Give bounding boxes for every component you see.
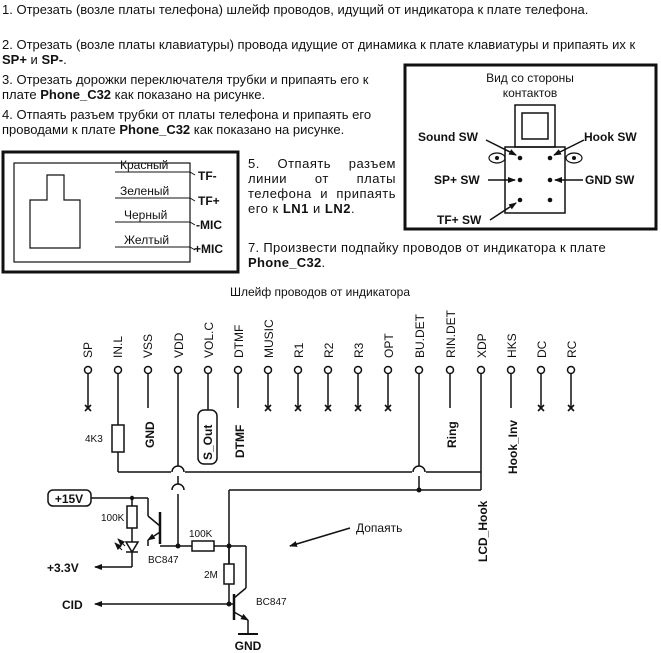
mic-plus-label: +MIC: [194, 242, 223, 256]
sound-sw-label: Sound SW: [418, 130, 479, 144]
switch-box-title-1: Вид со стороны: [486, 71, 574, 85]
power-section: +15V 100K BC847 +3.3V 100K 2M: [47, 489, 287, 653]
pin-label-vss: VSS: [141, 334, 155, 358]
pin-label-xdp: XDP: [475, 333, 489, 358]
sp-plus-sw-label: SP+ SW: [434, 173, 480, 187]
no-connect-crosses: [84, 404, 575, 412]
pin-label-r3: R3: [352, 342, 366, 358]
pin-labels: SP IN.L VSS VDD VOL.C DTMF MUSIC R1 R2 R…: [81, 309, 579, 358]
note-label: Допаять: [356, 521, 402, 535]
plus15v-label: +15V: [55, 492, 83, 506]
schematic-title: Шлейф проводов от индикатора: [230, 285, 410, 299]
instruction-2: 2. Отрезать (возле платы клавиатуры) про…: [2, 37, 636, 67]
mic-minus-label: -MIC: [196, 218, 222, 232]
pin-label-r1: R1: [292, 342, 306, 358]
wire-black-label: Черный: [124, 208, 167, 222]
gnd-bottom-label: GND: [235, 639, 262, 653]
lcd-hook-label: LCD_Hook: [476, 500, 490, 562]
wire-green-label: Зеленый: [120, 184, 169, 198]
pin-label-music: MUSIC: [262, 319, 276, 358]
hook-inv-label: Hook_Inv: [506, 420, 520, 474]
pin-label-vdd: VDD: [172, 332, 186, 358]
jump-arcs: [171, 465, 426, 494]
switch-box-title-2: контактов: [503, 86, 558, 100]
gnd-pin-label: GND: [143, 421, 157, 448]
pin-label-opt: OPT: [382, 333, 396, 358]
pin-label-rc: RC: [565, 340, 579, 358]
pin-label-bu-det: BU.DET: [413, 313, 427, 358]
ring-label: Ring: [445, 421, 459, 448]
cid-label: CID: [62, 598, 83, 612]
tf-minus-label: TF-: [198, 169, 217, 183]
resistor-2m: [223, 563, 235, 585]
resistor-100k-a-label: 100K: [101, 513, 125, 524]
transistor-q2-label: BC847: [256, 597, 287, 608]
resistor-2m-label: 2M: [204, 570, 218, 581]
handset-connector-box: Красный Зеленый Черный Желтый TF- TF+ -M…: [1, 150, 240, 274]
pin-label-r2: R2: [322, 342, 336, 358]
instruction-7: 7. Произвести подпайку проводов от индик…: [248, 240, 607, 270]
plus3v3-label: +3.3V: [47, 561, 79, 575]
pin-label-vol-c: VOL.C: [202, 322, 216, 358]
resistor-100k-b-label: 100K: [189, 529, 213, 540]
gnd-sw-label: GND SW: [585, 173, 635, 187]
resistor-100k-b: [191, 540, 215, 552]
pin-label-dtmf: DTMF: [232, 325, 246, 358]
resistor-4k3: [111, 424, 125, 453]
tf-plus-label: TF+: [198, 194, 220, 208]
pin-label-sp: SP: [81, 342, 95, 358]
instruction-1: 1. Отрезать (возле платы телефона) шлейф…: [2, 2, 589, 17]
resistor-100k-a: [126, 505, 138, 529]
s-out-label: S_Out: [201, 425, 215, 460]
pin-wires: [83, 365, 576, 570]
pin-label-hks: HKS: [505, 333, 519, 358]
note-arrow: [289, 527, 351, 547]
wire-red-label: Красный: [120, 158, 168, 172]
led-icon: [124, 541, 140, 554]
dtmf-pin-label: DTMF: [233, 425, 247, 458]
tf-plus-sw-label: TF+ SW: [437, 213, 482, 227]
wire-yellow-label: Желтый: [124, 233, 169, 247]
s-out-box: [197, 409, 218, 465]
hook-sw-label: Hook SW: [584, 130, 637, 144]
instruction-3: 3. Отрезать дорожки переключателя трубки…: [2, 72, 369, 102]
resistor-4k3-label: 4K3: [85, 434, 103, 445]
instruction-4: 4. Отпаять разъем трубки от платы телефо…: [2, 107, 372, 137]
instruction-5: 5. Отпаять разъем линии от платы телефон…: [248, 156, 396, 216]
transistor-q1-label: BC847: [148, 555, 179, 566]
pin-label-rin-det: RIN.DET: [444, 309, 458, 358]
pin-label-in-l: IN.L: [111, 336, 125, 358]
hook-switch-box: Вид со стороны контактов Sound SW Hook S…: [403, 63, 658, 231]
pin-label-dc: DC: [535, 340, 549, 358]
